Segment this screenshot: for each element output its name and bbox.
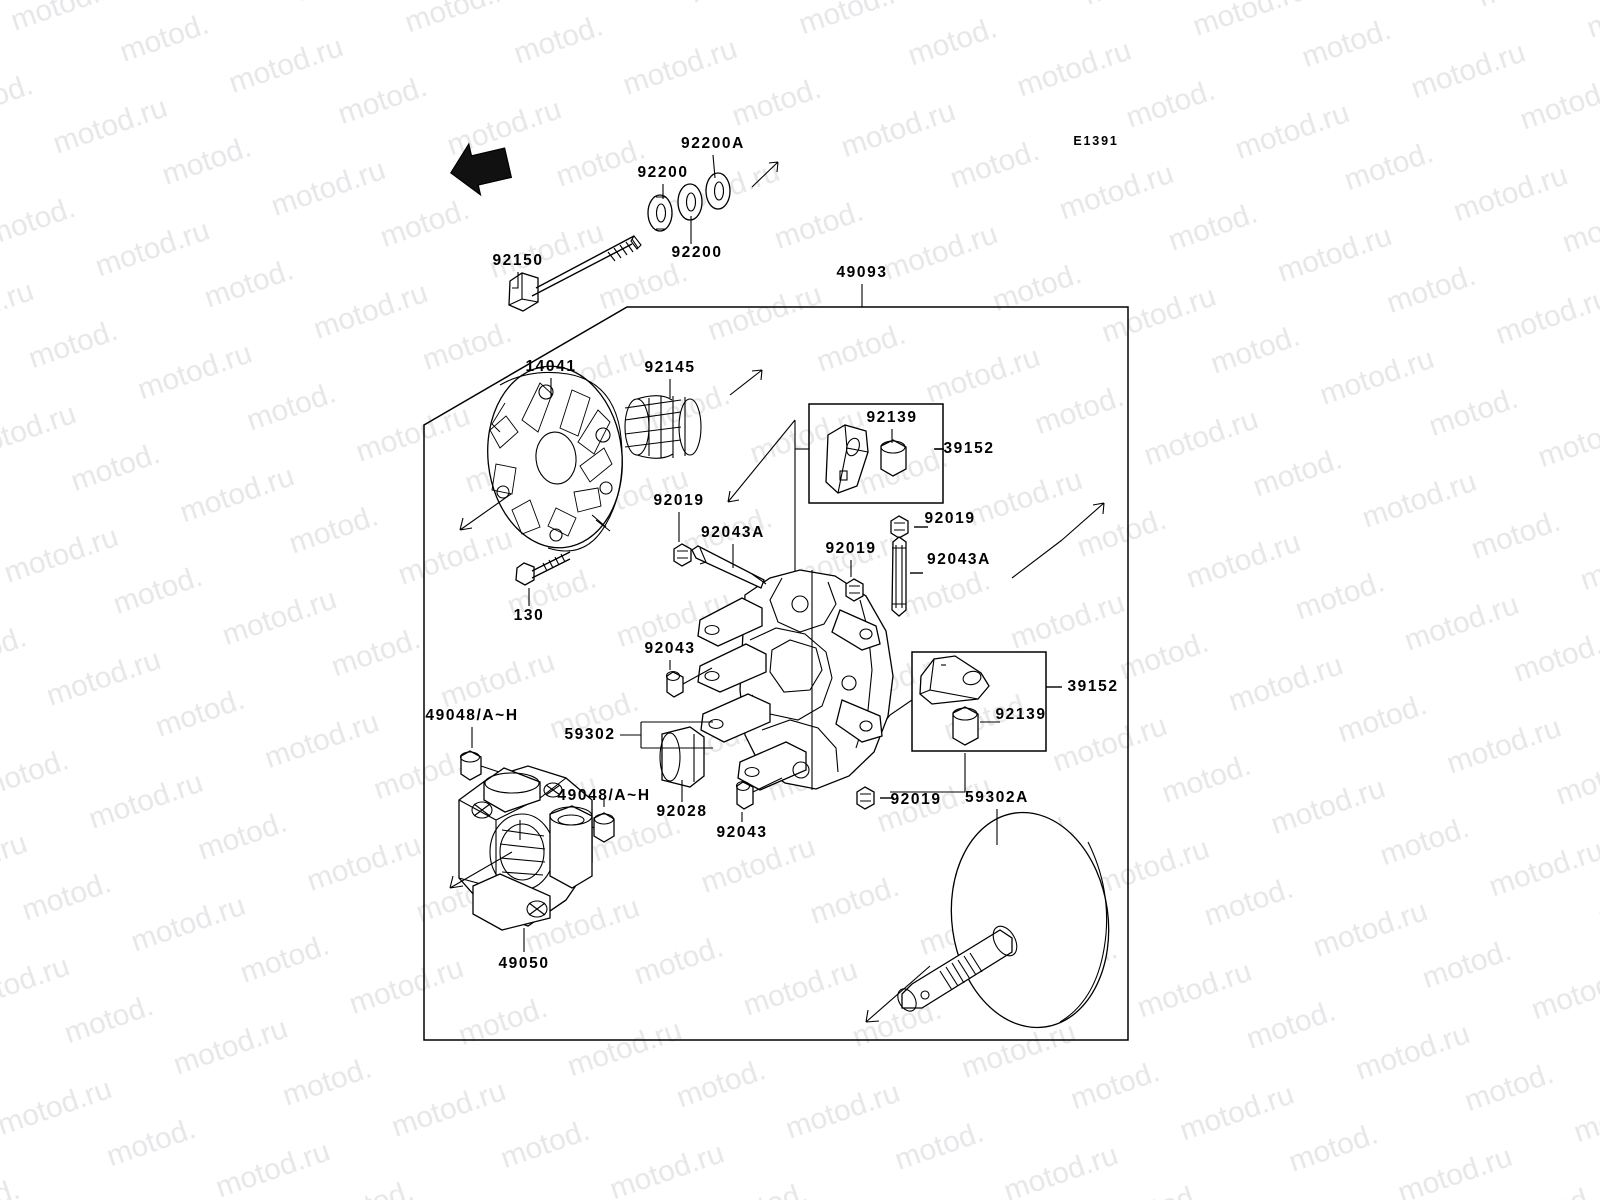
part-92200-washer-2	[677, 183, 703, 221]
label-92200-top[interactable]: 92200	[637, 164, 689, 181]
part-92043a-pin-right	[891, 536, 923, 617]
label-92139-top[interactable]: 92139	[866, 409, 918, 426]
label-39152-top[interactable]: 39152	[943, 440, 995, 457]
part-130-bolt	[515, 551, 571, 606]
label-49050[interactable]: 49050	[498, 955, 550, 972]
part-92019-nut-lower	[856, 786, 894, 810]
label-92043-b[interactable]: 92043	[716, 824, 768, 841]
part-spider-carrier-body	[697, 569, 894, 791]
part-92200a-washer	[705, 172, 731, 210]
label-92145[interactable]: 92145	[644, 359, 696, 376]
label-92019-d[interactable]: 92019	[890, 791, 942, 808]
label-92200a[interactable]: 92200A	[681, 135, 745, 152]
label-92139-bottom[interactable]: 92139	[995, 706, 1047, 723]
part-39152-weight-box-bottom	[911, 651, 1062, 752]
front-arrow-icon	[449, 142, 513, 197]
label-49093[interactable]: 49093	[836, 264, 888, 281]
part-59302a-driven-pulley	[897, 809, 1110, 1029]
label-14041[interactable]: 14041	[525, 358, 577, 375]
label-49048-b[interactable]: 49048/A~H	[557, 787, 651, 804]
label-92043a-a[interactable]: 92043A	[701, 524, 765, 541]
label-92028[interactable]: 92028	[656, 803, 708, 820]
label-92019-a[interactable]: 92019	[653, 492, 705, 509]
label-49048-a[interactable]: 49048/A~H	[425, 707, 519, 724]
label-92150[interactable]: 92150	[492, 252, 544, 269]
part-14041-pulley-cover	[487, 365, 623, 552]
part-92043a-pin-left	[691, 544, 767, 589]
label-39152-bottom[interactable]: 39152	[1067, 678, 1119, 695]
label-92200-bottom[interactable]: 92200	[671, 244, 723, 261]
label-59302[interactable]: 59302	[564, 726, 616, 743]
label-92043-a[interactable]: 92043	[644, 640, 696, 657]
part-92019-nut-upper-left	[673, 512, 692, 567]
label-92019-b[interactable]: 92019	[924, 510, 976, 527]
label-59302a[interactable]: 59302A	[965, 789, 1029, 806]
label-92019-c[interactable]: 92019	[825, 540, 877, 557]
part-92145-spring	[624, 379, 702, 459]
part-92200-washer-1	[647, 194, 673, 232]
label-130[interactable]: 130	[513, 607, 545, 624]
part-92150-bolt	[508, 235, 642, 312]
part-92028-bushing	[659, 726, 705, 802]
part-92019-nut-mid	[845, 560, 864, 602]
label-92043a-b[interactable]: 92043A	[927, 551, 991, 568]
part-92019-nut-upper-right	[890, 515, 928, 539]
